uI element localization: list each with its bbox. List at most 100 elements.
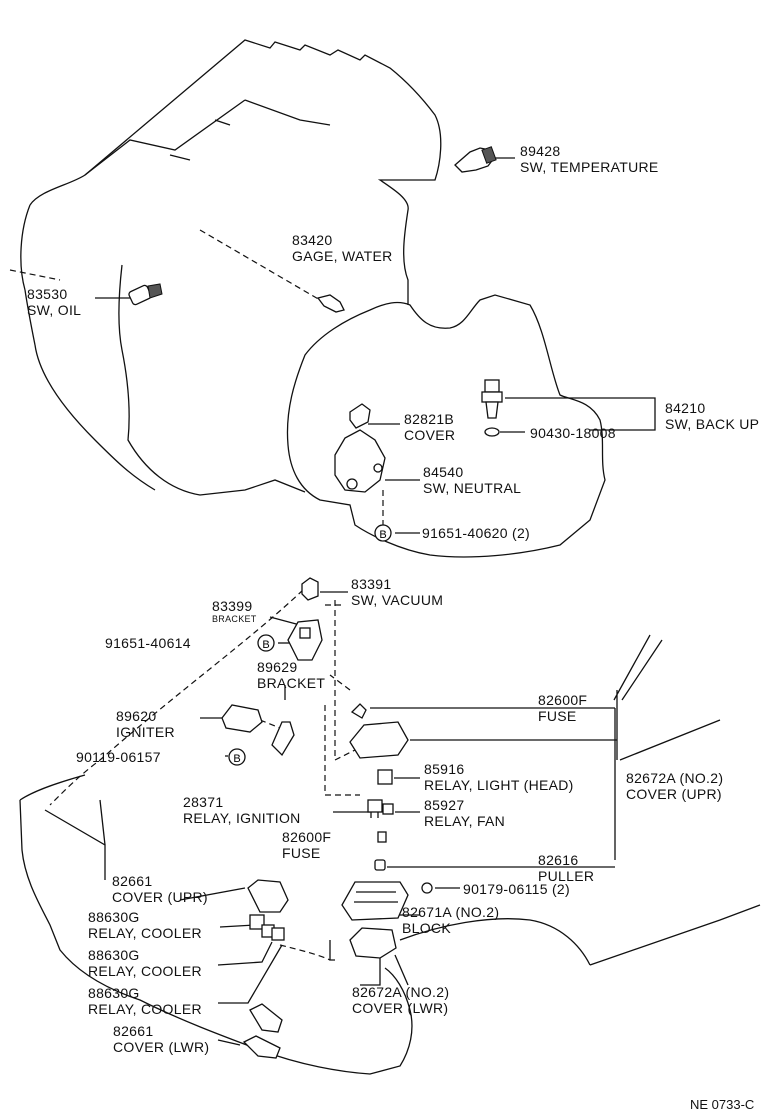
label-82661-lwr: 82661 COVER (LWR) [113, 1023, 209, 1055]
label-85927-number: 85927 [424, 797, 465, 813]
bolt-marker-1-label: B [379, 529, 386, 541]
label-82600f-upper: 82600F FUSE [538, 692, 587, 724]
label-82600f-lower-name: FUSE [282, 845, 321, 861]
label-91651-40614-number: 91651-40614 [105, 635, 191, 651]
label-88630g-2: 88630G RELAY, COOLER [88, 947, 202, 979]
transmission-outline [286, 294, 606, 558]
label-88630g-2-number: 88630G [88, 947, 140, 963]
label-90179-number: 90179-06115 (2) [463, 881, 570, 897]
puller-icon [374, 859, 386, 871]
label-89629-number: 89629 [257, 659, 298, 675]
water-gage-icon [316, 294, 345, 313]
label-82616: 82616 PULLER [538, 852, 594, 884]
fuse-82600f-lower-icon [377, 831, 387, 843]
label-88630g-1-number: 88630G [88, 909, 140, 925]
oil-switch-icon [128, 283, 163, 306]
label-83530-number: 83530 [27, 286, 68, 302]
bolt-marker-2: B [257, 634, 275, 652]
label-82600f-upper-name: FUSE [538, 708, 577, 724]
label-82672a-lwr: 82672A (NO.2) COVER (LWR) [352, 984, 449, 1016]
backup-switch-icon [481, 379, 503, 437]
label-85916-number: 85916 [424, 761, 465, 777]
vacuum-switch-icon [301, 577, 319, 601]
label-82672a-upr-number: 82672A (NO.2) [626, 770, 724, 786]
engine-outline [20, 39, 442, 496]
cover-lwr-82672a-icon [349, 927, 397, 959]
label-82671a-number: 82671A (NO.2) [402, 904, 500, 920]
label-90430: 90430-18008 [530, 425, 616, 441]
label-82661-upr: 82661 COVER (UPR) [112, 873, 208, 905]
figure-code: NE 0733-C [690, 1097, 755, 1112]
relay-cooler-icons [249, 914, 285, 941]
label-82672a-lwr-number: 82672A (NO.2) [352, 984, 450, 1000]
label-90119-number: 90119-06157 [76, 749, 161, 765]
bolt-marker-1: B [374, 524, 392, 542]
label-89428-name: SW, TEMPERATURE [520, 159, 659, 175]
dashed-reference-lines [9, 229, 386, 961]
label-85916-name: RELAY, LIGHT (HEAD) [424, 777, 574, 793]
label-91651-40620-number: 91651-40620 (2) [422, 525, 531, 541]
relay-light-head-icon [377, 769, 393, 785]
label-82661-lwr-name: COVER (LWR) [113, 1039, 210, 1055]
label-82672a-upr-name: COVER (UPR) [626, 786, 722, 802]
label-89428-number: 89428 [520, 143, 561, 159]
label-82661-upr-number: 82661 [112, 873, 153, 889]
neutral-switch-icon [334, 429, 386, 493]
label-82821b-number: 82821B [404, 411, 455, 427]
block-82671a-icon [341, 881, 409, 921]
label-82672a-lwr-name: COVER (LWR) [352, 1000, 449, 1016]
label-83530: 83530 SW, OIL [27, 286, 81, 318]
cover-lwr-82661-icon [242, 1003, 283, 1059]
label-90119: 90119-06157 [76, 749, 161, 765]
label-88630g-1-name: RELAY, COOLER [88, 925, 202, 941]
leader-lines [95, 157, 656, 1046]
label-89620: 89620 IGNITER [116, 708, 175, 740]
label-83391-name: SW, VACUUM [351, 592, 444, 608]
label-90430-number: 90430-18008 [530, 425, 616, 441]
label-88630g-2-name: RELAY, COOLER [88, 963, 202, 979]
cover-82821b-icon [349, 403, 371, 429]
label-28371: 28371 RELAY, IGNITION [183, 794, 301, 826]
label-83420-name: GAGE, WATER [292, 248, 393, 264]
bolt-marker-3: B [228, 748, 246, 766]
label-85927: 85927 RELAY, FAN [424, 797, 505, 829]
label-83530-name: SW, OIL [27, 302, 82, 318]
label-83420: 83420 GAGE, WATER [292, 232, 393, 264]
label-83391: 83391 SW, VACUUM [351, 576, 443, 608]
label-82616-number: 82616 [538, 852, 579, 868]
label-82672a-upr: 82672A (NO.2) COVER (UPR) [626, 770, 723, 802]
label-82616-name: PULLER [538, 868, 595, 884]
label-85916: 85916 RELAY, LIGHT (HEAD) [424, 761, 574, 793]
label-82821b: 82821B COVER [404, 411, 455, 443]
label-84210-name: SW, BACK UP [665, 416, 760, 432]
label-85927-name: RELAY, FAN [424, 813, 506, 829]
label-82600f-lower: 82600F FUSE [282, 829, 331, 861]
temperature-switch-icon [454, 146, 497, 173]
label-82671a-name: BLOCK [402, 920, 451, 936]
cover-upr-82661-icon [247, 879, 289, 913]
label-88630g-3-number: 88630G [88, 985, 140, 1001]
label-88630g-1: 88630G RELAY, COOLER [88, 909, 202, 941]
label-28371-number: 28371 [183, 794, 224, 810]
label-91651-40620: 91651-40620 (2) [422, 525, 530, 541]
body-outline [19, 634, 761, 1075]
igniter-icon [221, 704, 263, 733]
label-83420-number: 83420 [292, 232, 333, 248]
label-82821b-name: COVER [404, 427, 456, 443]
label-84540-number: 84540 [423, 464, 464, 480]
relay-fan-icon [382, 803, 394, 815]
relay-ignition-icon [367, 799, 383, 818]
label-89629-name: BRACKET [257, 675, 326, 691]
label-88630g-3: 88630G RELAY, COOLER [88, 985, 202, 1017]
label-83399: 83399 BRACKET [212, 598, 257, 625]
label-83399-name: BRACKET [212, 614, 257, 624]
label-89620-name: IGNITER [116, 724, 175, 740]
bolt-marker-2-label: B [262, 639, 269, 651]
label-82600f-lower-number: 82600F [282, 829, 332, 845]
label-89620-number: 89620 [116, 708, 157, 724]
bracket-83399-icon [287, 619, 323, 661]
label-84210-number: 84210 [665, 400, 706, 416]
label-88630g-3-name: RELAY, COOLER [88, 1001, 202, 1017]
